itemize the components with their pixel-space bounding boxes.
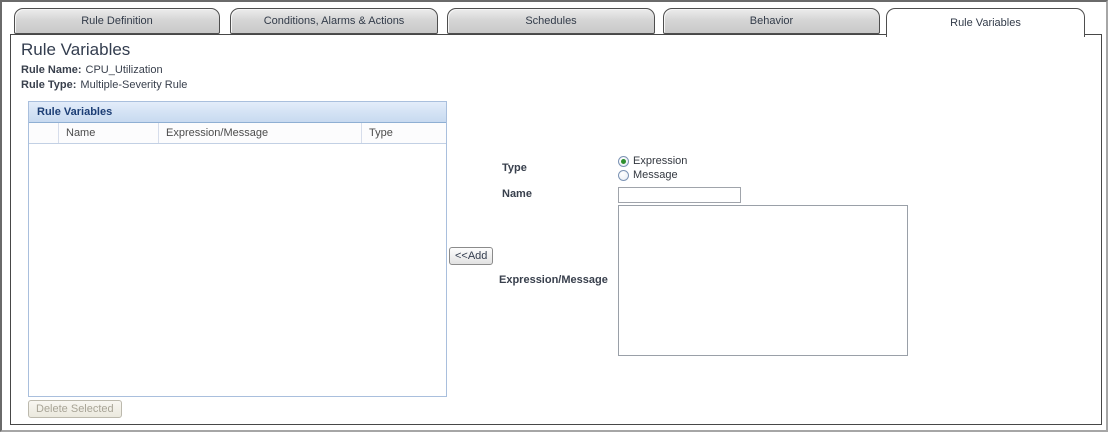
- tab-label: Behavior: [749, 15, 794, 27]
- rule-type-row: Rule Type:Multiple-Severity Rule: [21, 79, 187, 91]
- panel-title: Rule Variables: [29, 102, 446, 123]
- rule-variables-tab-panel: Rule Variables Rule Name:CPU_Utilization…: [10, 34, 1102, 425]
- tab-label: Schedules: [525, 15, 577, 27]
- rule-type-label: Rule Type:: [21, 79, 77, 91]
- radio-option-expression[interactable]: Expression: [618, 154, 687, 168]
- radio-selected-icon[interactable]: [618, 155, 629, 167]
- delete-selected-button[interactable]: Delete Selected: [28, 400, 122, 418]
- tab-rule-definition[interactable]: Rule Definition: [14, 8, 220, 34]
- rule-variables-panel: Rule Variables Name Expression/Message T…: [28, 101, 447, 397]
- expression-message-textarea[interactable]: [618, 205, 908, 356]
- add-button[interactable]: <<Add: [449, 247, 494, 265]
- type-label: Type: [502, 162, 527, 174]
- tab-label: Rule Variables: [950, 17, 1021, 29]
- tab-behavior[interactable]: Behavior: [663, 8, 880, 34]
- rule-variables-table-body: [29, 144, 446, 396]
- column-type: Type: [361, 123, 446, 143]
- radio-option-label: Expression: [633, 155, 688, 167]
- radio-option-label: Message: [633, 169, 678, 181]
- rule-name-label: Rule Name:: [21, 64, 82, 76]
- tab-conditions-alarms-actions[interactable]: Conditions, Alarms & Actions: [230, 8, 438, 34]
- tab-rule-variables[interactable]: Rule Variables: [886, 8, 1085, 37]
- table-column-header: Name Expression/Message Type: [29, 123, 446, 144]
- column-expression-message: Expression/Message: [158, 123, 361, 143]
- rule-type-value: Multiple-Severity Rule: [80, 79, 188, 91]
- radio-option-message[interactable]: Message: [618, 168, 678, 182]
- expression-message-label: Expression/Message: [499, 274, 608, 286]
- rule-name-row: Rule Name:CPU_Utilization: [21, 64, 163, 76]
- tab-label: Conditions, Alarms & Actions: [263, 15, 405, 27]
- name-input[interactable]: [618, 187, 741, 203]
- tab-label: Rule Definition: [81, 15, 153, 27]
- radio-unselected-icon[interactable]: [618, 169, 629, 181]
- rule-name-value: CPU_Utilization: [85, 64, 163, 76]
- column-name: Name: [58, 123, 158, 143]
- tab-schedules[interactable]: Schedules: [447, 8, 655, 34]
- name-label: Name: [502, 188, 532, 200]
- page-title: Rule Variables: [21, 40, 131, 59]
- column-select: [29, 123, 58, 143]
